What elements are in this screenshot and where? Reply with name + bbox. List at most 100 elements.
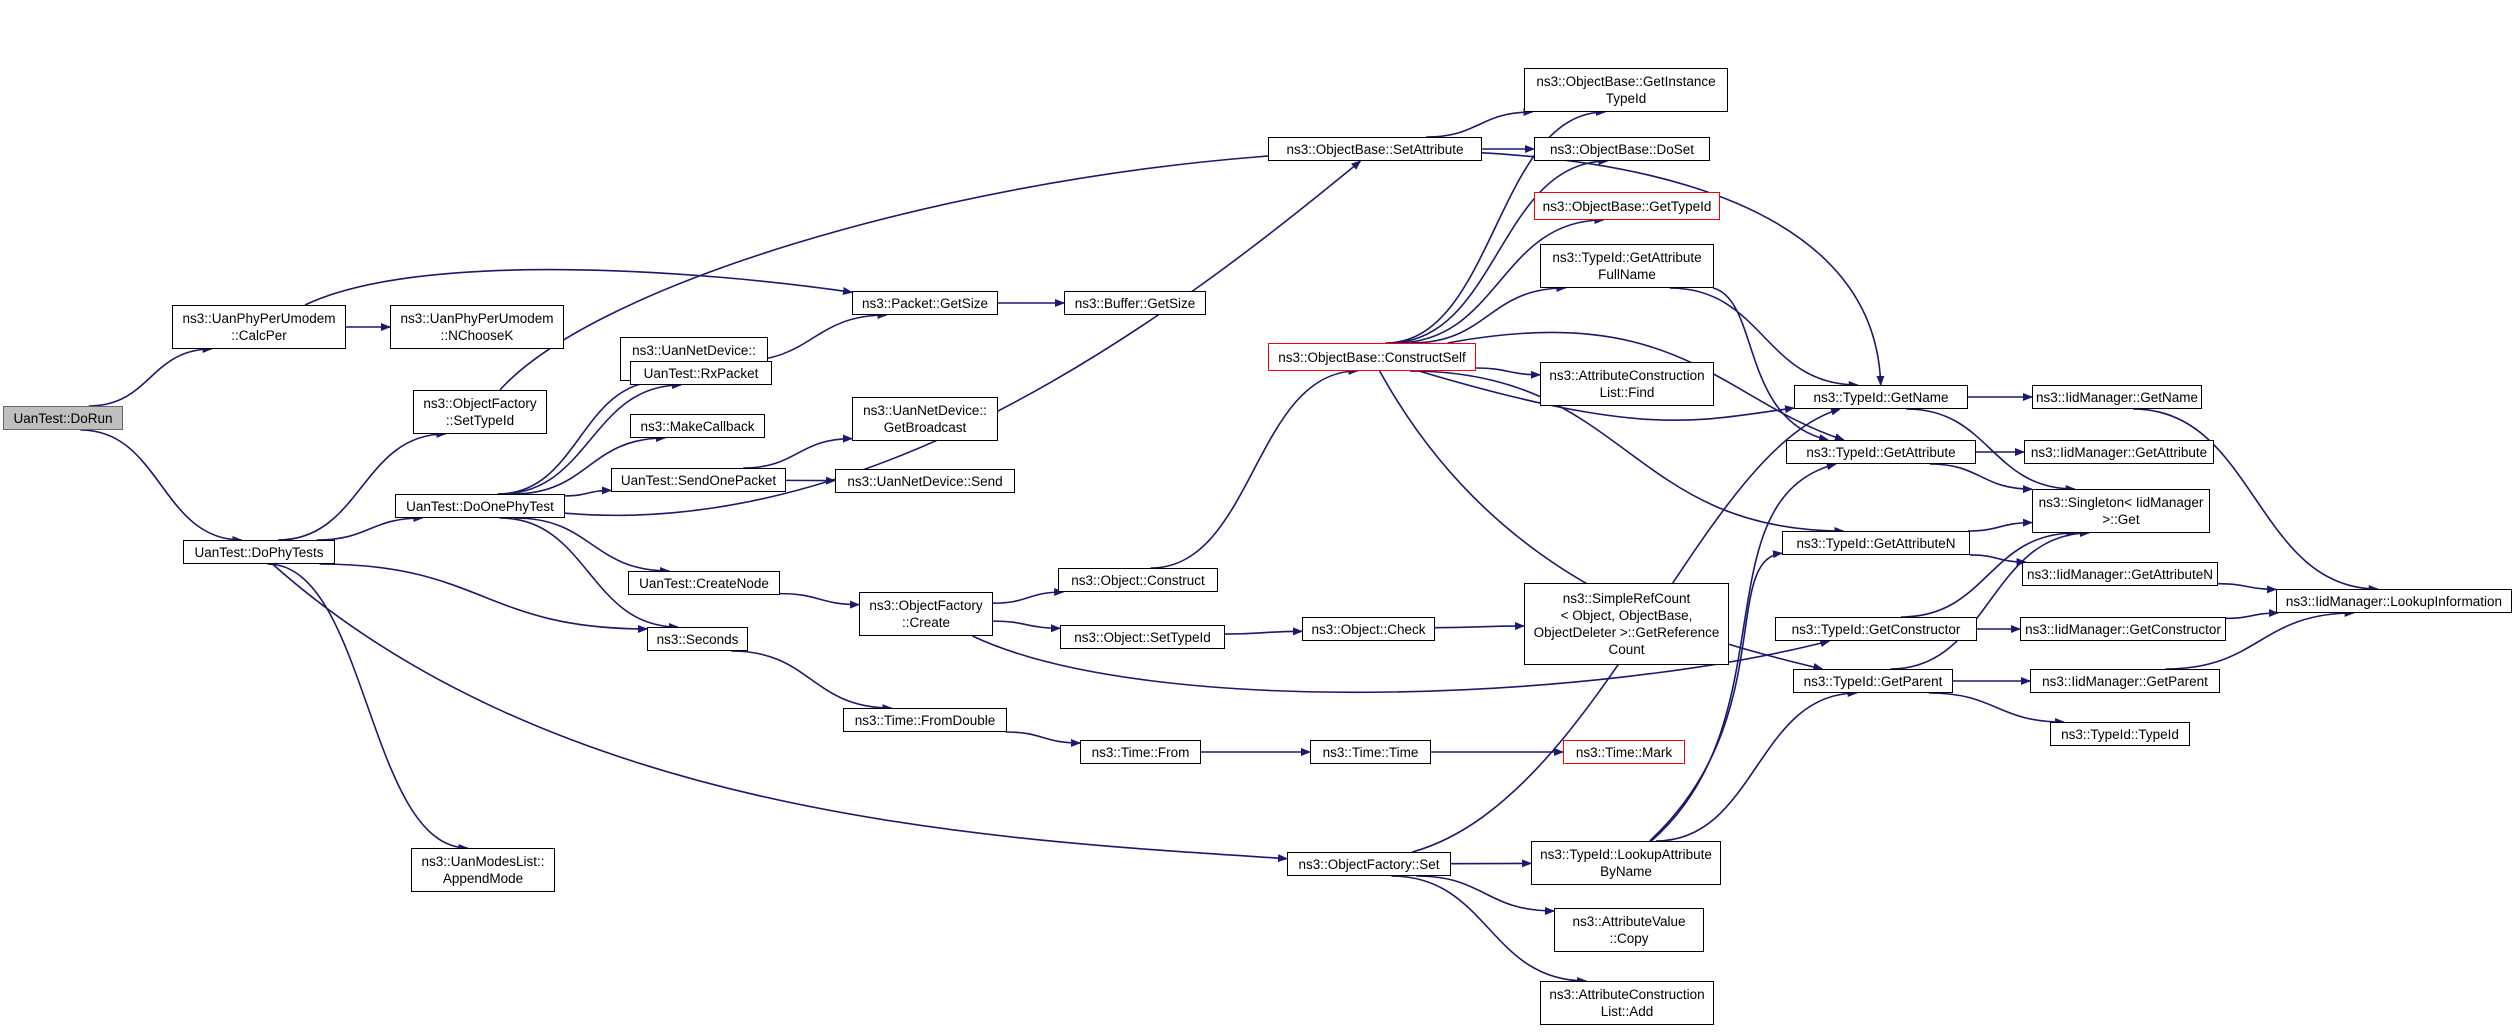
node-seconds[interactable]: ns3::Seconds — [647, 627, 748, 651]
call-edge — [1655, 689, 1858, 842]
node-label-line: ns3::TypeId::GetAttributeN — [1796, 535, 1956, 551]
node-label-line: ns3::IidManager::GetAttributeN — [2026, 566, 2214, 582]
call-edge — [1967, 518, 2033, 532]
node-tid-getname[interactable]: ns3::TypeId::GetName — [1794, 385, 1968, 409]
node-label-line: ns3::ObjectFactory — [869, 598, 983, 613]
node-label-line: ns3::TypeId::TypeId — [2061, 726, 2179, 742]
node-label-line: UanTest::SendOnePacket — [620, 472, 777, 488]
node-tid-getconstructor[interactable]: ns3::TypeId::GetConstructor — [1775, 617, 1977, 641]
node-object-construct[interactable]: ns3::Object::Construct — [1058, 568, 1218, 592]
call-edge — [1388, 157, 1609, 344]
call-edge — [277, 430, 447, 541]
node-dorun[interactable]: UanTest::DoRun — [3, 406, 123, 430]
node-getrefcount[interactable]: ns3::SimpleRefCount< Object, ObjectBase,… — [1524, 583, 1729, 665]
node-label-line: ns3::Object::SetTypeId — [1074, 629, 1211, 645]
node-label-line: ns3::Time::FromDouble — [854, 712, 996, 728]
call-edge — [1416, 875, 1555, 915]
node-createnode[interactable]: UanTest::CreateNode — [628, 571, 780, 595]
node-iid-getparent[interactable]: ns3::IidManager::GetParent — [2030, 669, 2220, 693]
node-appendmode[interactable]: ns3::UanModesList::AppendMode — [411, 848, 555, 892]
node-label-line: ns3::ObjectBase::ConstructSelf — [1278, 349, 1466, 365]
node-label-line: ns3::ObjectFactory::Set — [1298, 856, 1440, 872]
call-edge — [499, 517, 679, 631]
node-iid-lookupinfo[interactable]: ns3::IidManager::LookupInformation — [2276, 589, 2512, 613]
node-singleton-get[interactable]: ns3::Singleton< IidManager>::Get — [2032, 489, 2210, 533]
call-edge — [564, 160, 1362, 517]
node-label-line: ns3::Buffer::GetSize — [1074, 295, 1196, 311]
node-ob-setattribute[interactable]: ns3::ObjectBase::SetAttribute — [1268, 137, 1482, 161]
node-sendonepacket[interactable]: UanTest::SendOnePacket — [611, 468, 786, 492]
node-rxpacket[interactable]: UanTest::RxPacket — [630, 361, 772, 385]
call-edge — [1649, 550, 1783, 842]
call-edge — [1650, 462, 1837, 842]
node-label-line: >::Get — [2102, 512, 2140, 527]
node-label-line: ns3::UanModesList:: — [421, 854, 545, 869]
node-object-settypeid[interactable]: ns3::Object::SetTypeId — [1060, 625, 1225, 649]
node-ob-doset[interactable]: ns3::ObjectBase::DoSet — [1534, 137, 1710, 161]
node-label-line: ns3::ObjectFactory — [423, 396, 537, 411]
node-time-from[interactable]: ns3::Time::From — [1080, 740, 1201, 764]
node-makecallback[interactable]: ns3::MakeCallback — [630, 414, 765, 438]
node-label-line: ns3::UanNetDevice:: — [863, 403, 987, 418]
node-label-line: List::Add — [1600, 1004, 1654, 1019]
node-object-check[interactable]: ns3::Object::Check — [1302, 617, 1435, 641]
call-edge — [1669, 287, 1859, 389]
node-of-create[interactable]: ns3::ObjectFactory::Create — [859, 592, 993, 636]
call-edge — [1969, 554, 2027, 566]
node-label-line: UanTest::DoPhyTests — [194, 544, 324, 560]
call-edge — [319, 563, 648, 633]
call-edge — [267, 563, 469, 852]
node-nchoosek[interactable]: ns3::UanPhyPerUmodem::NChooseK — [390, 305, 564, 349]
call-edge — [992, 620, 1061, 633]
node-tid-typeid[interactable]: ns3::TypeId::TypeId — [2050, 722, 2190, 746]
node-label-line: ns3::IidManager::GetName — [2035, 389, 2199, 405]
call-edge — [499, 150, 1885, 391]
node-getbroadcast[interactable]: ns3::UanNetDevice::GetBroadcast — [852, 397, 998, 441]
node-label-line: ::SetTypeId — [445, 413, 515, 428]
node-label-line: ns3::Singleton< IidManager — [2038, 495, 2204, 510]
node-iid-getattributen[interactable]: ns3::IidManager::GetAttributeN — [2022, 562, 2218, 586]
node-buffer-getsize[interactable]: ns3::Buffer::GetSize — [1064, 291, 1206, 315]
node-time-fromdouble[interactable]: ns3::Time::FromDouble — [843, 708, 1007, 732]
node-ob-gettypeid[interactable]: ns3::ObjectBase::GetTypeId — [1534, 192, 1720, 220]
call-edge — [1475, 367, 1541, 379]
node-time-time[interactable]: ns3::Time::Time — [1310, 740, 1431, 764]
node-label-line: ns3::TypeId::GetAttribute — [1552, 250, 1702, 265]
node-iid-getconstructor[interactable]: ns3::IidManager::GetConstructor — [2020, 617, 2226, 641]
node-label-line: ns3::UanPhyPerUmodem — [182, 311, 336, 326]
node-ob-constructself[interactable]: ns3::ObjectBase::ConstructSelf — [1268, 343, 1476, 371]
node-label-line: ns3::Time::Time — [1322, 744, 1419, 760]
call-edge — [1395, 216, 1605, 344]
node-iid-getname[interactable]: ns3::IidManager::GetName — [2032, 385, 2202, 409]
node-uan-send[interactable]: ns3::UanNetDevice::Send — [835, 469, 1015, 493]
node-label-line: ns3::IidManager::GetConstructor — [2025, 621, 2221, 637]
call-edge — [499, 381, 683, 495]
node-iid-getattribute[interactable]: ns3::IidManager::GetAttribute — [2024, 440, 2214, 464]
node-label-line: ns3::AttributeConstruction — [1549, 368, 1705, 383]
node-label-line: ns3::ObjectBase::DoSet — [1549, 141, 1695, 157]
call-edge — [2225, 609, 2279, 620]
node-attrvalue-copy[interactable]: ns3::AttributeValue::Copy — [1554, 908, 1704, 952]
node-time-mark[interactable]: ns3::Time::Mark — [1563, 740, 1685, 764]
call-edge — [992, 588, 1065, 605]
node-tid-getattribute[interactable]: ns3::TypeId::GetAttribute — [1786, 440, 1976, 464]
node-label-line: ns3::MakeCallback — [640, 418, 755, 434]
node-calcper[interactable]: ns3::UanPhyPerUmodem::CalcPer — [172, 305, 346, 349]
node-of-set[interactable]: ns3::ObjectFactory::Set — [1287, 852, 1451, 876]
node-label-line: ns3::ObjectBase::GetInstance — [1536, 74, 1716, 89]
call-edge — [271, 563, 1288, 863]
node-tid-getattributen[interactable]: ns3::TypeId::GetAttributeN — [1782, 531, 1970, 555]
node-dophytests[interactable]: UanTest::DoPhyTests — [183, 540, 335, 564]
node-of-settypeid[interactable]: ns3::ObjectFactory::SetTypeId — [413, 390, 547, 434]
node-label-line: ns3::ObjectBase::SetAttribute — [1286, 141, 1464, 157]
node-label-line: List::Find — [1599, 385, 1655, 400]
node-dophytest[interactable]: UanTest::DoOnePhyTest — [395, 494, 565, 518]
call-edge — [80, 429, 243, 544]
node-packet-getsize[interactable]: ns3::Packet::GetSize — [852, 291, 998, 315]
node-tid-getparent[interactable]: ns3::TypeId::GetParent — [1793, 669, 1953, 693]
